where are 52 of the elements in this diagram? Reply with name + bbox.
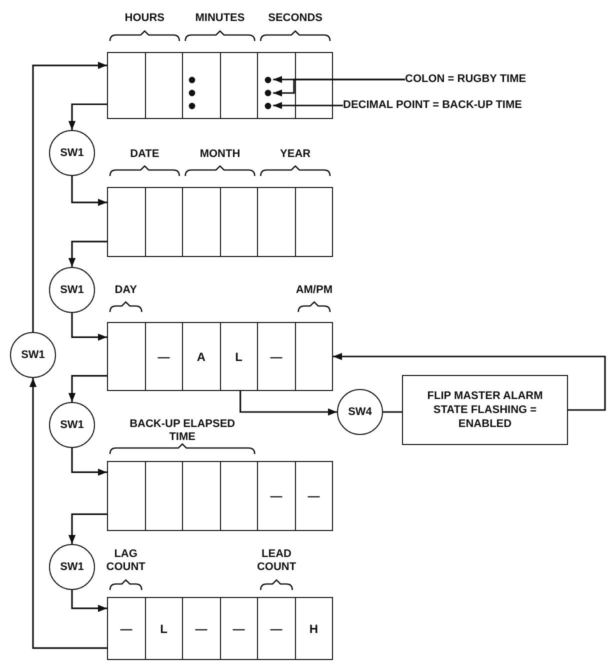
group-heading: MONTH [198, 148, 242, 161]
display-character: A [196, 350, 206, 364]
arrow [71, 590, 107, 612]
arrow [29, 378, 107, 649]
group-heading: DATE [129, 148, 160, 161]
group-heading: HOURS [124, 12, 166, 25]
leader-line [273, 102, 343, 110]
arrow [333, 352, 606, 411]
group-heading: DAY [114, 284, 138, 297]
display-character: — [232, 622, 245, 636]
display-character: H [309, 622, 318, 636]
arrow [68, 103, 107, 130]
arrow [68, 240, 107, 267]
arrow [71, 176, 107, 206]
group-heading: YEAR [279, 148, 312, 161]
connector-line [383, 411, 402, 413]
process-box: FLIP MASTER ALARM STATE FLASHING = ENABLED [402, 375, 568, 445]
display-panel [107, 52, 333, 119]
display-character: L [160, 622, 168, 636]
arrow [71, 448, 107, 476]
display-character: — [308, 489, 320, 503]
arrow [68, 513, 107, 544]
group-heading: AM/PM [294, 284, 334, 297]
arrow [71, 313, 107, 341]
switch-circle: SW1 [49, 544, 95, 590]
switch-circle: SW1 [49, 130, 95, 176]
arrow [32, 62, 107, 332]
group-heading: LEAD COUNT [256, 548, 298, 574]
display-character: L [235, 350, 242, 364]
arrow [240, 391, 337, 416]
display-character: — [158, 350, 170, 364]
switch-circle: SW1 [49, 267, 95, 313]
switch-circle: SW1 [49, 402, 95, 448]
display-panel [107, 597, 333, 660]
display-panel [107, 187, 333, 257]
group-heading: BACK-UP ELAPSED TIME [128, 418, 236, 444]
display-character: — [270, 350, 282, 364]
display-character: — [120, 622, 132, 636]
display-character: — [270, 489, 282, 503]
group-heading: SECONDS [267, 12, 324, 25]
leader-line [273, 78, 405, 97]
callout-text: DECIMAL POINT = BACK-UP TIME [343, 99, 522, 112]
display-panel [107, 461, 333, 531]
group-heading: MINUTES [194, 12, 246, 25]
switch-circle: SW1 [10, 332, 56, 378]
display-character: — [270, 622, 282, 636]
display-panel [107, 322, 333, 391]
arrow [68, 375, 107, 402]
callout-text: COLON = RUGBY TIME [405, 73, 526, 86]
switch-circle: SW4 [337, 389, 383, 435]
group-heading: LAG COUNT [105, 548, 146, 574]
display-character: — [195, 622, 208, 636]
